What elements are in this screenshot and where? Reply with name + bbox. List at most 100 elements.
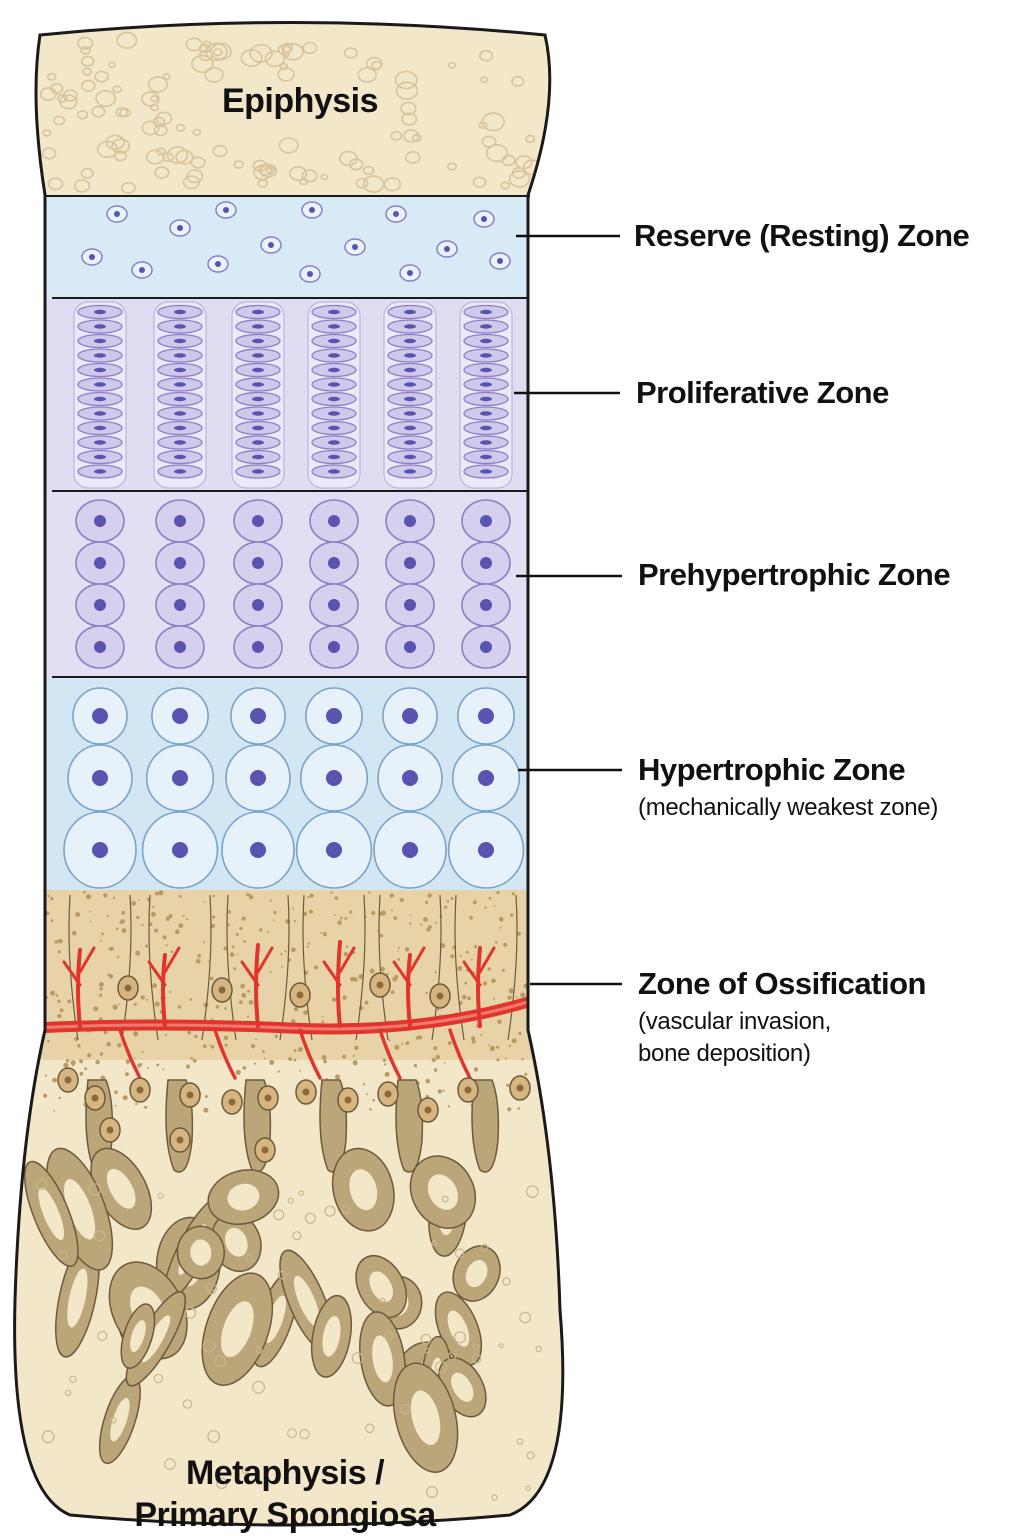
mineral-speck [405, 1041, 410, 1045]
mineral-speck [151, 911, 156, 917]
pore [371, 60, 383, 70]
mineral-speck [380, 966, 385, 972]
pore [390, 130, 403, 141]
pore [277, 67, 295, 82]
mineral-speck [240, 983, 246, 989]
capillary-branch [240, 960, 260, 987]
mineral-speck [156, 1063, 160, 1067]
pore [113, 150, 127, 162]
pore [401, 112, 418, 126]
mineral-speck [369, 968, 375, 974]
marrow-space [106, 1168, 136, 1209]
mineral-speck [121, 928, 127, 933]
mineral-speck [495, 941, 498, 944]
pore [233, 160, 244, 169]
mineral-speck [293, 920, 296, 923]
mineral-speck [114, 1090, 118, 1094]
mineral-speck [187, 1030, 192, 1035]
zone-subtitle-hypertrophic: (mechanically weakest zone) [638, 794, 939, 821]
pore [431, 1240, 438, 1247]
mineral-speck [103, 1030, 108, 1035]
pore [395, 81, 419, 100]
pore [480, 76, 489, 84]
pore [383, 177, 402, 192]
pore [508, 170, 531, 188]
mineral-speck [106, 914, 109, 918]
marrow-space [322, 1315, 341, 1357]
pore [205, 1283, 217, 1295]
mineral-speck [241, 916, 246, 921]
pore [41, 1430, 55, 1444]
mineral-speck [133, 1031, 139, 1037]
mineral-speck [423, 917, 428, 922]
pore [500, 181, 511, 190]
mineral-speck [496, 890, 500, 895]
pore [265, 165, 276, 174]
pore [82, 67, 93, 76]
capillary-branch [322, 960, 342, 987]
mineral-speck [482, 981, 488, 986]
mineral-speck [284, 950, 287, 953]
mineral-speck [140, 995, 145, 1000]
mineral-speck [243, 940, 247, 943]
marrow-space [369, 1271, 393, 1302]
mineral-speck [320, 931, 322, 934]
proliferative-chondrocyte-nucleus [94, 396, 106, 402]
mineral-speck [293, 1058, 297, 1062]
marrow-space [38, 1187, 65, 1240]
osteoblast-cells [57, 972, 531, 1163]
mineral-speck [108, 947, 113, 951]
resting-chondrocyte-nucleus [481, 216, 487, 222]
mineral-speck [504, 1057, 507, 1060]
resting-chondrocyte-nucleus [114, 211, 120, 217]
pore [525, 134, 536, 144]
pore [46, 72, 57, 81]
mineral-speck [50, 897, 54, 901]
hypertrophic-chondrocyte-nucleus [478, 708, 494, 724]
pore [73, 179, 91, 193]
pore [53, 115, 66, 126]
marrow-space [67, 1268, 88, 1328]
mineral-speck [165, 916, 170, 921]
mineral-speck [197, 953, 202, 958]
mineral-speck [291, 1019, 296, 1024]
mineral-speck [330, 891, 333, 894]
resting-chondrocyte-nucleus [407, 270, 413, 276]
pore [240, 48, 263, 67]
pore [502, 1277, 511, 1286]
mineral-speck [321, 1020, 325, 1024]
capillary-branch [448, 1028, 472, 1080]
pore [403, 129, 420, 143]
capillary-branch [298, 1028, 322, 1080]
proliferative-chondrocyte-nucleus [480, 454, 492, 460]
mineral-speck [224, 1007, 227, 1010]
mineral-speck [291, 947, 296, 953]
pore [105, 134, 125, 150]
mineral-speck [493, 997, 496, 1000]
mineral-speck [239, 926, 243, 931]
mineral-speck [115, 927, 119, 931]
mineral-speck [99, 982, 104, 987]
mineral-speck [352, 1054, 355, 1057]
capillary-branch [213, 1028, 237, 1080]
mineral-speck [54, 940, 59, 944]
hypertrophic-chondrocyte-nucleus [402, 842, 418, 858]
mineral-speck [231, 945, 235, 949]
pore [472, 176, 487, 188]
mineral-speck [389, 893, 394, 898]
osteoblast-nucleus [264, 1094, 272, 1102]
marrow-space [447, 1310, 470, 1347]
pore [400, 101, 417, 116]
hypertrophic-chondrocyte-nucleus [402, 770, 418, 786]
mineral-speck [335, 1074, 340, 1080]
mineral-speck [274, 1034, 278, 1039]
mineral-speck [89, 911, 92, 913]
mineral-speck [415, 1036, 420, 1040]
mineral-speck [507, 1107, 512, 1112]
mineral-speck [273, 919, 275, 921]
proliferative-chondrocyte-nucleus [480, 382, 492, 387]
osteoblast-nucleus [384, 1090, 392, 1098]
osteoblast-nucleus [106, 1126, 114, 1134]
mineral-speck [484, 906, 487, 909]
pore [112, 85, 122, 94]
